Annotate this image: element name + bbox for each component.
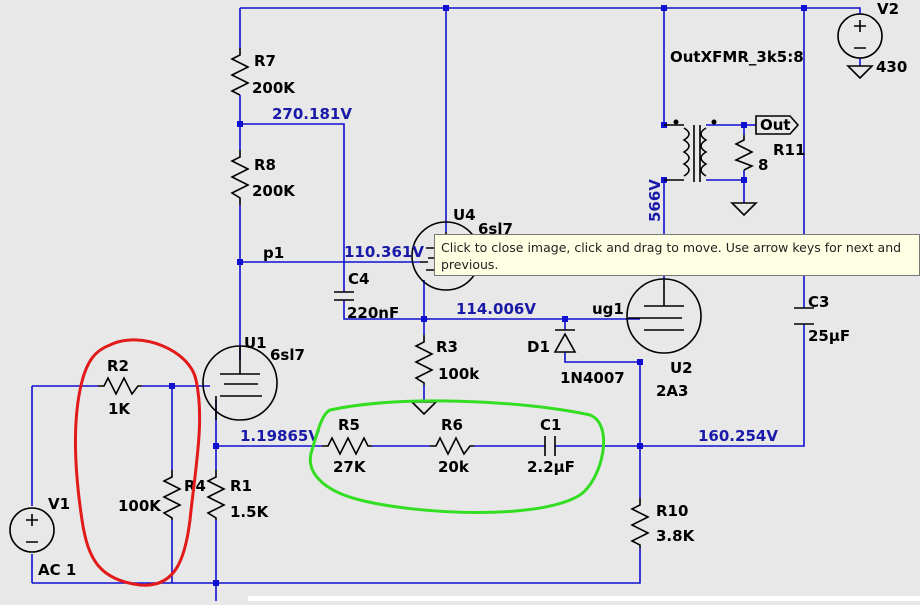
c3-name: C3	[808, 293, 829, 311]
r3-value: 100k	[438, 365, 480, 383]
resistor-r7[interactable]	[230, 48, 250, 96]
voltage-114: 114.006V	[456, 300, 536, 318]
red-circle-annotation	[74, 338, 202, 587]
r7-value: 200K	[252, 79, 296, 97]
voltage-160: 160.254V	[698, 427, 778, 445]
u1-name: U1	[244, 334, 267, 352]
green-circle-annotation	[308, 399, 606, 514]
u1-value: 6sl7	[270, 346, 305, 364]
net-label-out: Out	[760, 116, 791, 134]
c1-value: 2.2µF	[527, 458, 575, 476]
r10-name: R10	[656, 502, 688, 520]
r4-value: 100K	[118, 497, 162, 515]
diode-d1[interactable]	[553, 329, 577, 353]
r8-value: 200K	[252, 182, 296, 200]
voltage-270: 270.181V	[272, 105, 352, 123]
capacitor-c3[interactable]	[794, 307, 814, 325]
voltage-566: 566V	[646, 179, 664, 222]
capacitor-c4[interactable]	[334, 291, 354, 301]
r3-name: R3	[436, 338, 458, 356]
capacitor-c1[interactable]	[544, 436, 556, 456]
r6-name: R6	[441, 416, 463, 434]
resistor-r4[interactable]	[162, 470, 182, 520]
voltage-source-v2[interactable]	[837, 13, 883, 59]
net-label-p1: p1	[263, 244, 284, 262]
u4-name: U4	[453, 206, 476, 224]
v1-name: V1	[48, 495, 70, 513]
voltage-110: 110.361V	[344, 243, 424, 261]
voltage-source-v1[interactable]	[9, 507, 55, 553]
resistor-r5[interactable]	[322, 436, 372, 456]
r8-name: R8	[254, 156, 276, 174]
tooltip-text: Click to close image, click and drag to …	[441, 240, 902, 272]
r5-name: R5	[338, 416, 360, 434]
v2-name: V2	[877, 0, 899, 18]
r1-name: R1	[230, 477, 252, 495]
resistor-r6[interactable]	[430, 436, 474, 456]
v1-value: AC 1	[38, 561, 76, 579]
r7-name: R7	[254, 52, 276, 70]
xfmr-name: OutXFMR_3k5:8	[670, 48, 804, 66]
d1-value: 1N4007	[560, 369, 625, 387]
resistor-r8[interactable]	[230, 150, 250, 205]
tube-u1[interactable]	[202, 345, 278, 421]
resistor-r1[interactable]	[206, 470, 226, 520]
image-viewer-tooltip[interactable]: Click to close image, click and drag to …	[434, 234, 920, 276]
r11-name: R11	[773, 141, 805, 159]
ground-symbol	[730, 65, 874, 217]
v2-value: 430	[876, 58, 907, 76]
net-flag-out[interactable]	[755, 115, 800, 135]
r2-value: 1K	[108, 400, 131, 418]
d1-name: D1	[527, 338, 550, 356]
r11-value: 8	[758, 156, 768, 174]
u2-name: U2	[670, 359, 693, 377]
voltage-1-19: 1.19865V	[240, 427, 320, 445]
u2-value: 2A3	[656, 382, 688, 400]
r2-name: R2	[107, 357, 129, 375]
bottom-scroll-strip	[248, 596, 920, 601]
resistor-r10[interactable]	[630, 498, 650, 548]
net-label-ug1: ug1	[592, 300, 624, 318]
c4-value: 220nF	[347, 304, 399, 322]
c3-value: 25µF	[808, 327, 850, 345]
resistor-r2[interactable]	[98, 376, 142, 396]
r6-value: 20k	[438, 458, 470, 476]
u4-value: 6sl7	[478, 220, 513, 238]
r10-value: 3.8K	[656, 527, 696, 545]
transformer-outxfmr[interactable]	[664, 119, 717, 183]
c1-name: C1	[540, 416, 561, 434]
r1-value: 1.5K	[230, 503, 270, 521]
r5-value: 27K	[333, 458, 367, 476]
c4-name: C4	[348, 270, 369, 288]
tube-u2[interactable]	[626, 278, 702, 354]
resistor-r11[interactable]	[734, 135, 754, 171]
